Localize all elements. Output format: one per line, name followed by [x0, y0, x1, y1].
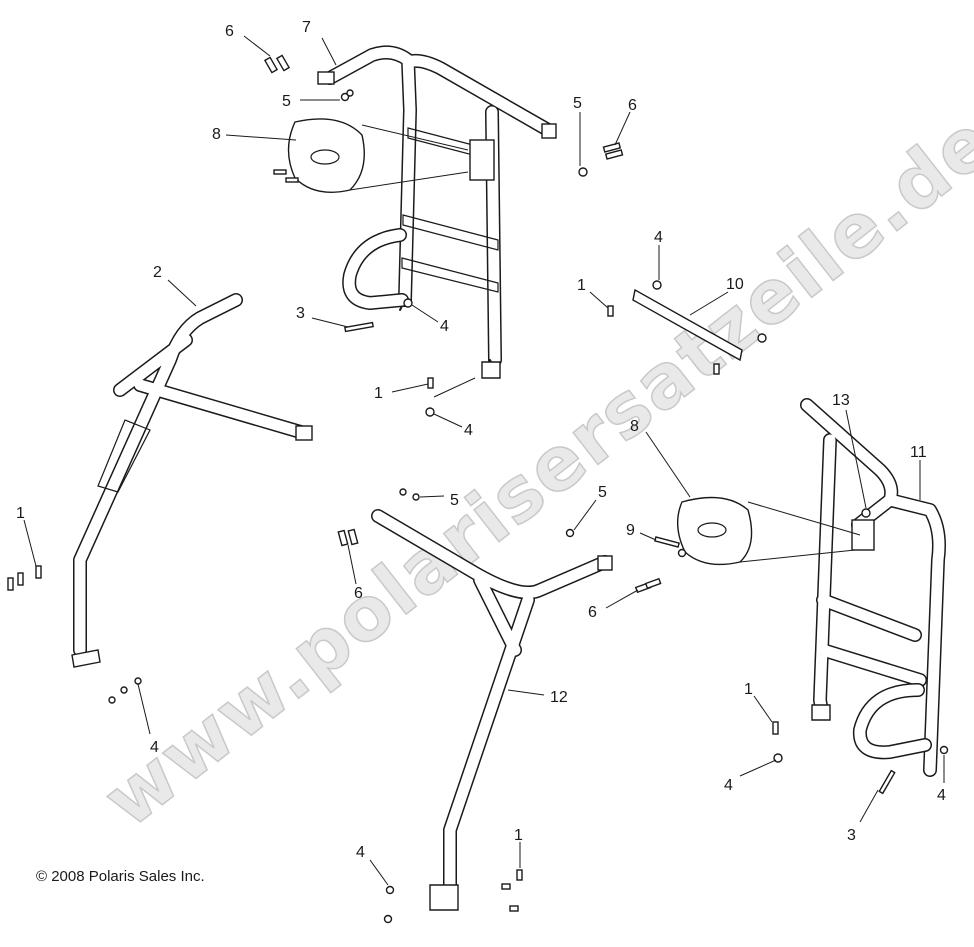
callout-4: 4 [937, 787, 946, 804]
callout-13: 13 [832, 392, 850, 409]
part-12-center-frame [371, 509, 613, 911]
callout-1: 1 [577, 277, 586, 294]
callout-6: 6 [354, 585, 363, 602]
watermark: www.polarisersatzeile.de [88, 97, 974, 844]
part-11-right-frame [800, 398, 946, 777]
part-8-lower-cushion [677, 496, 861, 566]
callout-3: 3 [296, 305, 305, 322]
callout-labels: 6 7 5 8 5 6 2 3 4 4 1 10 1 4 13 11 8 5 5… [16, 19, 946, 861]
callout-2: 2 [153, 264, 162, 281]
copyright-notice: © 2008 Polaris Sales Inc. [36, 868, 205, 885]
callout-1: 1 [374, 385, 383, 402]
callout-11: 11 [910, 444, 927, 461]
callout-6: 6 [588, 604, 597, 621]
callout-10: 10 [726, 276, 744, 293]
callout-4: 4 [724, 777, 733, 794]
callout-1: 1 [16, 505, 25, 522]
callout-12: 12 [550, 689, 568, 706]
callout-4: 4 [150, 739, 159, 756]
callout-4: 4 [464, 422, 473, 439]
callout-4: 4 [356, 844, 365, 861]
callout-8: 8 [630, 418, 639, 435]
callout-9: 9 [626, 522, 635, 539]
part-2-left-frame [71, 293, 313, 668]
callout-6: 6 [628, 97, 637, 114]
callout-7: 7 [302, 19, 311, 36]
callout-3: 3 [847, 827, 856, 844]
callout-5: 5 [573, 95, 582, 112]
callout-1: 1 [514, 827, 523, 844]
part-10-bar [632, 288, 743, 362]
callout-6: 6 [225, 23, 234, 40]
callout-5: 5 [450, 492, 459, 509]
fasteners [7, 54, 949, 924]
callout-8: 8 [212, 126, 221, 143]
leader-lines [23, 35, 945, 886]
callout-4: 4 [654, 229, 663, 246]
callout-5: 5 [282, 93, 291, 110]
part-7-rear-cab-frame [317, 45, 557, 379]
part-8-upper-cushion [287, 118, 469, 193]
callout-5: 5 [598, 484, 607, 501]
callout-4: 4 [440, 318, 449, 335]
callout-1: 1 [744, 681, 753, 698]
